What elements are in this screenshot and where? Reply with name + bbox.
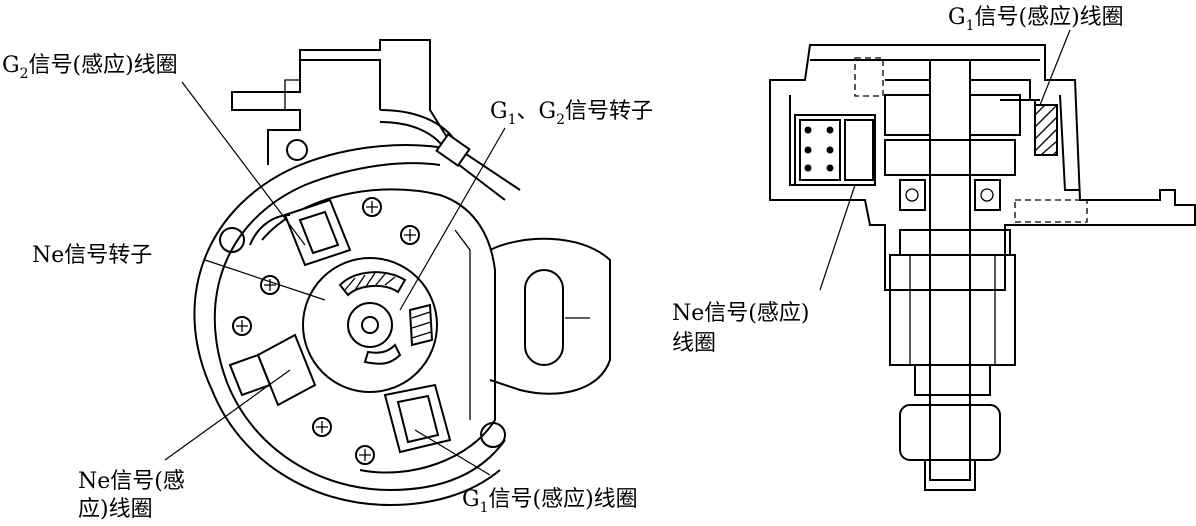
leader-g1-coil-bottom	[414, 429, 491, 476]
leader-g2-coil	[181, 81, 306, 246]
drive-tang	[924, 459, 976, 491]
lower-housing	[889, 254, 1016, 366]
g2-pickup-coil	[283, 198, 352, 267]
left-housing-outer-bottom	[211, 389, 501, 507]
label-ne-coil-right-line1: Ne信号(感应)	[672, 301, 809, 326]
drive-coupling	[899, 404, 1001, 461]
label-g1-coil-top: G1信号(感应)线圈	[948, 5, 1124, 34]
leader-ne-rotor	[204, 259, 326, 301]
right-mount-lug	[489, 237, 611, 395]
left-housing-inner	[213, 162, 441, 386]
ne-pickup-coil-section	[794, 114, 876, 186]
leader-g1g2-rotor	[399, 127, 506, 311]
leader-ne-coil-right	[819, 184, 856, 291]
hidden-part-left	[854, 57, 884, 97]
left-housing-inner-bottom	[227, 384, 506, 492]
label-g2-coil: G2信号(感应)线圈	[2, 53, 178, 82]
ne-coil-terminals	[804, 126, 834, 172]
g1-pickup-coil-left-view	[383, 383, 452, 454]
harness-clamp	[435, 132, 471, 168]
rotor-hub	[347, 302, 393, 348]
g1-coil-hatch	[1034, 104, 1058, 156]
label-ne-coil-left-line2: 应)线圈	[78, 497, 153, 522]
rotor-block-left	[884, 94, 931, 136]
ne-coil-core	[844, 119, 874, 181]
top-mount-hole	[286, 139, 308, 161]
leader-lines	[164, 29, 1071, 476]
section-housing-inner-right	[1059, 94, 1080, 191]
label-g1g2-rotor: G1、G2信号转子	[490, 99, 653, 128]
ne-signal-rotor	[302, 257, 438, 393]
g2-coil-bracket	[249, 214, 291, 246]
distributor-shaft	[929, 59, 971, 481]
g1-coil-core-left-view	[396, 394, 440, 444]
g1-coil-bracket	[1000, 99, 1036, 110]
g1-pickup-coil-section	[1034, 104, 1058, 156]
ne-coil-terminal-block	[799, 119, 841, 181]
connector-inner	[300, 59, 381, 110]
top-connector-housing	[231, 39, 456, 165]
tooth-hatch-right	[411, 311, 432, 339]
rotor-plate-top	[885, 79, 1040, 101]
rotor-block-right	[969, 94, 1021, 136]
right-view-distributor	[769, 44, 1196, 491]
left-mount-hole	[219, 227, 245, 253]
screws-left-view	[232, 197, 420, 465]
left-housing-outer	[193, 144, 456, 391]
lower-neck	[914, 364, 991, 396]
g2-coil-core	[298, 210, 340, 255]
leader-ne-coil-left	[164, 369, 291, 461]
hidden-part-right	[1014, 199, 1088, 223]
bearings	[899, 179, 1001, 211]
lower-housing-lines	[909, 255, 996, 365]
tooth-hatch-top	[344, 272, 396, 291]
ne-pickup-coil-left-view	[256, 333, 317, 407]
right-lug-slot	[524, 269, 564, 366]
label-ne-coil-left-line1: Ne信号(感	[78, 469, 185, 494]
rotor-shaft	[361, 316, 379, 334]
g-rotor-tooth-right	[408, 303, 434, 347]
leader-g1-coil-top	[1039, 29, 1071, 106]
section-housing-outer	[769, 44, 1196, 291]
base-plate	[261, 188, 496, 474]
connector-detail	[284, 79, 300, 110]
lower-collar	[899, 229, 1011, 256]
g-rotor-tooth-top	[338, 271, 407, 297]
base-plate-edge	[454, 229, 471, 420]
label-ne-coil-right-line2: 线圈	[672, 331, 716, 356]
label-ne-rotor: Ne信号转子	[32, 243, 152, 268]
rotor-disc	[884, 139, 1016, 176]
label-g1-coil-bottom: G1信号(感应)线圈	[462, 487, 638, 516]
g-rotor-tooth-bottom	[363, 343, 402, 365]
left-view-distributor	[193, 39, 611, 507]
